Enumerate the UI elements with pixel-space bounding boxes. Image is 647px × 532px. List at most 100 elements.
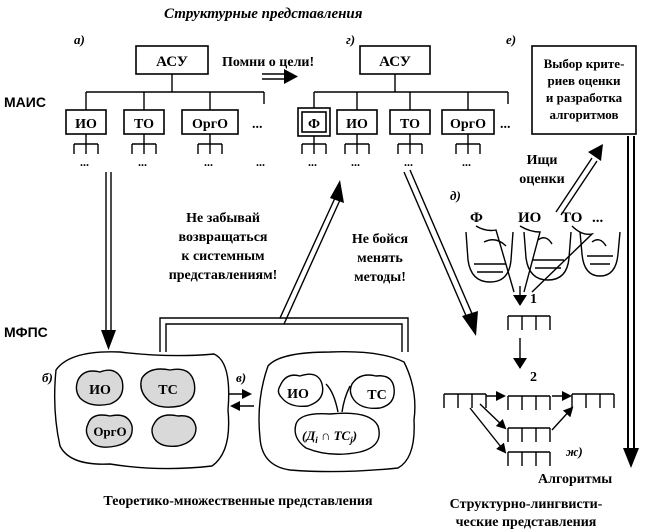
panel-g-child-label-to: ТО (400, 117, 420, 132)
chain-2-center (507, 395, 551, 410)
panel-g-child-label-orgo: ОргО (450, 117, 486, 132)
panel-a-root-label: АСУ (156, 54, 188, 70)
blob-v-intersection (294, 412, 380, 455)
panel-a-subtree-dots-4: ... (256, 155, 265, 169)
diagonal-double-arrow-to-structural (403, 169, 478, 336)
caption-left: Теоретико-множественные представления (103, 494, 373, 509)
flask-1 (465, 231, 514, 283)
level-label-mfps: МФПС (4, 324, 48, 340)
algorithms-double-arrow (623, 136, 639, 468)
panel-a-child-label-to: ТО (134, 117, 154, 132)
step-1-label: 1 (530, 292, 537, 307)
panel-d-label-more: ... (592, 210, 604, 226)
caption-right-line-1: Структурно-лингвисти- (450, 497, 603, 512)
step-1-arrowhead (513, 295, 527, 306)
panel-e-box-line-2: риев оценки (548, 73, 622, 88)
panel-a-tree: а) АСУ ИО ТО ОргО ... ... ... ... ... (65, 32, 265, 169)
panel-d-letter: д) (450, 188, 461, 203)
blob-v-ts-label: ТС (367, 388, 386, 403)
panel-e-letter: е) (506, 32, 516, 47)
blob-v-io (277, 373, 324, 408)
panel-g-child-box-f-inner (301, 111, 327, 133)
panel-g-tree: г) АСУ Ф ИО ТО ОргО ... ... ... ... ... (297, 32, 511, 169)
panel-b-outline (53, 351, 230, 470)
panel-d-label-io: ИО (518, 210, 541, 226)
algorithms-label: Алгоритмы (538, 472, 612, 487)
panel-g-root-label: АСУ (379, 54, 411, 70)
blob-orgo-label: ОргО (93, 424, 126, 439)
panel-e-box-line-1: Выбор крите- (544, 56, 625, 71)
flask-2 (523, 231, 572, 281)
panel-g-child-label-f: Ф (308, 117, 320, 132)
chain-2-left (443, 393, 487, 408)
panel-d-label-to: ТО (561, 210, 582, 226)
panel-a-subtree-dots-1: ... (80, 155, 89, 169)
panel-a-subtree-dots-3: ... (204, 155, 213, 169)
panel-d-label-f: Ф (470, 210, 483, 226)
panel-g-child-box-io (336, 109, 378, 135)
blob-v-ts (349, 374, 395, 410)
chain-1 (507, 315, 551, 330)
panel-v-arrows: в) (228, 370, 254, 411)
panel-g-subtree-dots-2: ... (351, 155, 360, 169)
panel-g-child-box-to (389, 109, 431, 135)
panel-a-child-label-orgo: ОргО (192, 117, 228, 132)
dont-fear-line-3: методы! (354, 270, 406, 285)
dont-forget-line-2: возвращаться (179, 230, 268, 245)
panel-v: ИО ТС (Дi ∩ ТСj) (258, 351, 416, 473)
dont-forget-line-1: Не забывай (186, 211, 260, 226)
chain-2-right (571, 393, 615, 408)
blob-io (75, 369, 124, 406)
dont-forget-line-4: представлениям! (169, 268, 278, 283)
pipette-1 (475, 225, 515, 293)
panel-g-subtree-dots-4: ... (462, 155, 471, 169)
panel-a-more-ellipsis: ... (252, 117, 263, 132)
caption-right-line-2: ческие представления (456, 515, 597, 530)
blob-v-io-label: ИО (287, 387, 309, 402)
seek-estimates-line-1: Ищи (527, 153, 558, 168)
diagram-title: Структурные представления (164, 6, 363, 22)
vertical-double-arrow-a-to-b (101, 172, 116, 350)
panel-e-box-line-3: и разработка (546, 90, 623, 105)
blob-ts-label: ТС (158, 383, 177, 398)
blob-orgo (85, 414, 133, 448)
remember-goal-label: Помни о цели! (222, 55, 314, 70)
dont-fear-line-2: менять (357, 251, 403, 266)
level-label-mais: МАИС (4, 94, 46, 110)
dont-forget-line-3: к системным (181, 249, 265, 264)
panel-g-child-box-orgo (441, 109, 495, 135)
panel-e-box (531, 45, 637, 135)
step-2-arrowhead (513, 358, 527, 369)
panel-zh-chains: ж) Алгоритмы (443, 391, 615, 487)
chain-4-center (507, 451, 551, 466)
panel-d: д) Ф ИО ТО ... 1 2 (450, 188, 621, 385)
panel-v-outline (258, 351, 416, 473)
panel-e: е) Выбор крите- риев оценки и разработка… (506, 32, 637, 135)
blob-ts (140, 368, 196, 408)
panel-zh-letter: ж) (566, 444, 583, 459)
dont-fear-line-1: Не бойся (352, 232, 409, 247)
chain-3-center (507, 427, 551, 442)
panel-v-letter: в) (236, 370, 246, 385)
panel-g-letter: г) (346, 32, 355, 47)
pipette-2 (519, 225, 541, 293)
blob-io-label: ИО (89, 383, 111, 398)
panel-a-letter: а) (74, 32, 85, 47)
panel-g-child-label-io: ИО (346, 117, 368, 132)
intersection-label: (Дi ∩ ТСj) (302, 428, 357, 445)
seek-estimates-arrow (555, 144, 603, 216)
panel-g-subtree-dots-1: ... (308, 155, 317, 169)
panel-a-child-label-io: ИО (75, 117, 97, 132)
flask-3 (579, 231, 621, 277)
panel-b-letter: б) (42, 370, 53, 385)
seek-estimates-line-2: оценки (519, 172, 564, 187)
panel-b: б) ИО ТС ОргО (42, 351, 230, 470)
remember-goal-arrow (262, 69, 298, 84)
blob-unlabeled (151, 414, 197, 448)
panel-a-subtree-dots-2: ... (138, 155, 147, 169)
panel-a-child-box-to (123, 109, 165, 135)
panel-e-box-line-4: алгоритмов (550, 107, 619, 122)
panel-g-subtree-dots-3: ... (404, 155, 413, 169)
step-2-label: 2 (530, 370, 537, 385)
